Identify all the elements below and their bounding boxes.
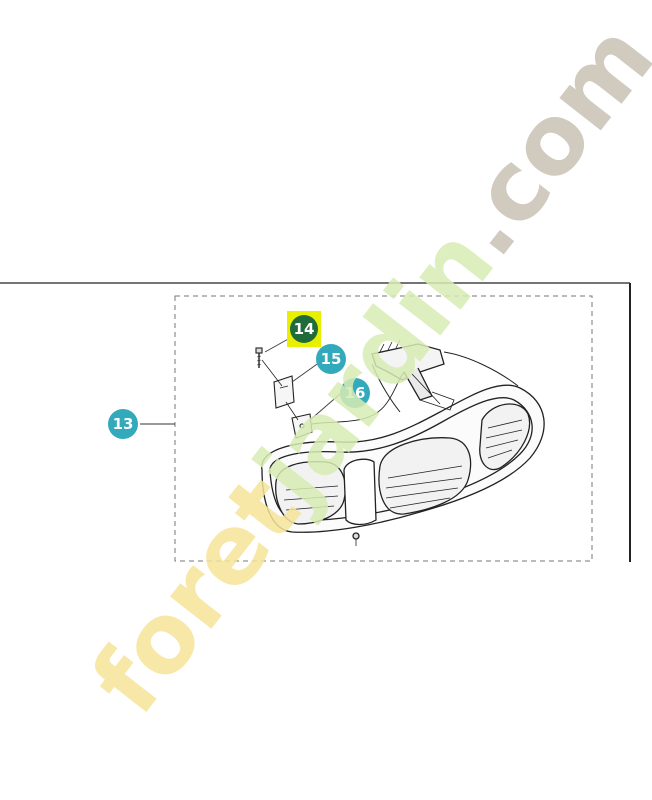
guard-vent-right: [479, 403, 531, 471]
guard-vent-left: [275, 460, 347, 525]
plate-part: [273, 375, 295, 409]
leader-line-15: [291, 361, 321, 383]
callout-13-circle: [108, 409, 138, 439]
callout-15[interactable]: 15: [316, 344, 346, 374]
callout-16-circle: [340, 378, 370, 408]
leader-line-16: [309, 393, 341, 421]
exploded-hardware: [255, 347, 405, 439]
callout-14-label: 14: [294, 320, 315, 338]
callout-13-label: 13: [113, 415, 134, 433]
guard-vent-middle: [378, 437, 472, 515]
assembly-group-box: [174, 295, 593, 562]
leader-line-14: [264, 337, 291, 353]
screw-part: [255, 347, 263, 368]
callout-leaders: [264, 337, 341, 421]
callout-15-label: 15: [321, 350, 342, 368]
guard-center-notch: [343, 458, 377, 526]
callout-16[interactable]: 16: [340, 378, 370, 408]
trimmer-guard-drawing: [261, 339, 545, 546]
watermark-forest: foret: [70, 456, 322, 735]
watermark: foretjardin.com: [70, 3, 652, 734]
callout-14[interactable]: 14: [287, 311, 321, 347]
callout-14-circle: [290, 315, 318, 343]
callout-13[interactable]: 13: [108, 409, 138, 439]
callout-16-label: 16: [345, 384, 366, 402]
callout-15-circle: [316, 344, 346, 374]
panel-frame: [0, 282, 631, 562]
watermark-text: foretjardin.com: [70, 3, 652, 734]
